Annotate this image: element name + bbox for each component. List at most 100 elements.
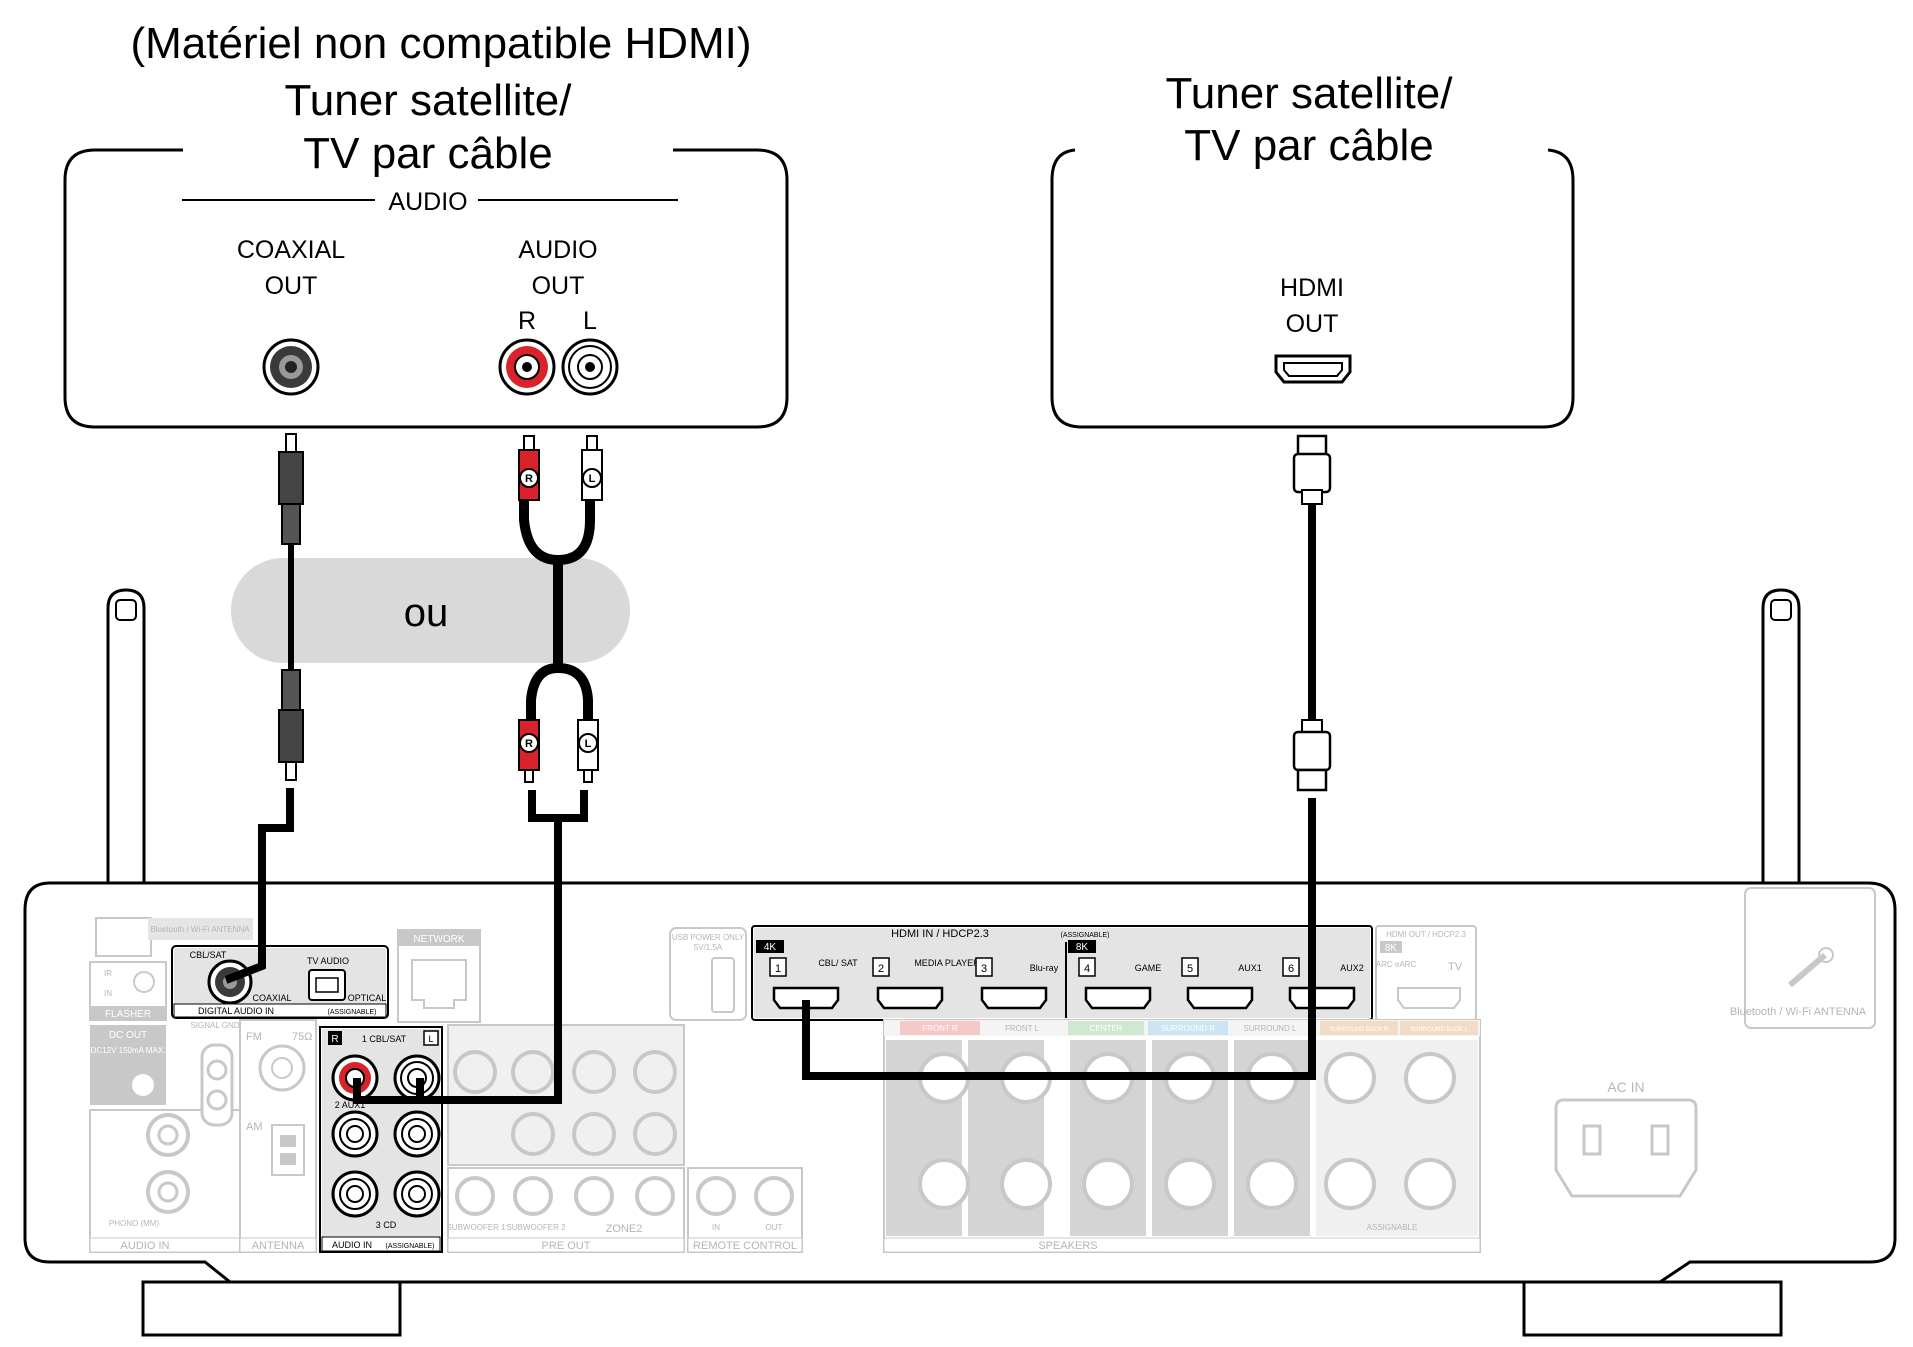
antenna-right-icon <box>1761 588 1801 888</box>
subwoofer1-label: SUBWOOFER 1 <box>446 1223 506 1232</box>
bt-antenna-right-label: Bluetooth / Wi-Fi ANTENNA <box>1730 1006 1867 1018</box>
hdmi-in-6-port[interactable] <box>1288 986 1356 1010</box>
left-device-title-line1: Tuner satellite/ <box>285 76 573 125</box>
zone2-label: ZONE2 <box>606 1223 643 1235</box>
hdmi-in-3-num: 3 <box>975 957 993 977</box>
coaxial-cable <box>224 433 304 984</box>
in-label: IN <box>104 989 112 998</box>
center-label: CENTER <box>1090 1024 1123 1033</box>
hdmi-in-2-port[interactable] <box>876 986 944 1010</box>
hdmi-out-port[interactable] <box>1274 354 1352 384</box>
right-device-box <box>1050 148 1575 429</box>
surround-back-l-label: SURROUND BACK L <box>1410 1027 1468 1033</box>
tv-audio-label: TV AUDIO <box>307 956 349 966</box>
front-l-label: FRONT L <box>1005 1024 1040 1033</box>
svg-text:5: 5 <box>1187 963 1193 975</box>
audio-out-r-jack[interactable] <box>498 338 556 396</box>
usb-spec-label: 5V/1.5A <box>694 943 723 952</box>
dc-out-label: DC OUT <box>109 1030 147 1041</box>
coaxial-input-label: COAXIAL <box>252 993 291 1003</box>
optical-input-jack[interactable] <box>308 969 346 1001</box>
phono-label: PHONO (MM) <box>109 1219 160 1228</box>
plug-top-r-tag: R <box>525 473 533 485</box>
front-r-label: FRONT R <box>922 1024 958 1033</box>
audio-out-l-jack[interactable] <box>561 338 619 396</box>
coaxial-out-label-1: COAXIAL <box>237 236 345 264</box>
flasher-label: FLASHER <box>105 1009 151 1020</box>
hdmi-in-3-label: Blu-ray <box>1030 963 1059 973</box>
l-channel-label: L <box>583 307 597 335</box>
pre-out-label: PRE OUT <box>542 1240 591 1252</box>
in3-label: 3 CD <box>376 1220 397 1230</box>
hdmi-in-2-num: 2 <box>872 957 890 977</box>
hdmi-in-1-num: 1 <box>769 957 787 977</box>
tag-8k: 8K <box>1076 942 1089 953</box>
in2-label: 2 AUX1 <box>335 1100 366 1110</box>
remote-in-label: IN <box>712 1223 720 1232</box>
hdmi-out-label-2: OUT <box>1286 310 1339 338</box>
svg-text:4: 4 <box>1084 963 1090 975</box>
usb-power-label: USB POWER ONLY <box>672 933 745 942</box>
plug-bottom-l-tag: L <box>585 738 592 750</box>
or-separator-label: ou <box>404 591 449 635</box>
hdmi-in-6-num: 6 <box>1282 957 1300 977</box>
in-r-tag: R <box>331 1034 338 1045</box>
audio-in2-l-jack[interactable] <box>393 1110 441 1158</box>
r-channel-label: R <box>518 307 536 335</box>
svg-text:2: 2 <box>878 963 884 975</box>
dc-spec-label: DC12V 150mA MAX. <box>91 1046 166 1055</box>
hdmi-in-5-port[interactable] <box>1186 986 1254 1010</box>
ir-label: IR <box>104 969 112 978</box>
hdmi-in-6-label: AUX2 <box>1340 963 1364 973</box>
cbl-sat-coaxial-label: CBL/SAT <box>190 950 227 960</box>
network-label: NETWORK <box>413 934 464 945</box>
svg-text:3: 3 <box>981 963 987 975</box>
svg-text:6: 6 <box>1288 963 1294 975</box>
hdmi-cable <box>802 434 1332 1080</box>
in-l-tag: L <box>428 1034 433 1044</box>
surround-back-r-label: SURROUND BACK R <box>1330 1027 1389 1033</box>
audio-in3-l-jack[interactable] <box>393 1170 441 1218</box>
surround-l-label: SURROUND L <box>1244 1024 1297 1033</box>
subwoofer2-label: SUBWOOFER 2 <box>506 1223 566 1232</box>
left-device-title-line2: TV par câble <box>303 129 552 178</box>
plug-bottom-r-tag: R <box>525 738 533 750</box>
plug-top-l-tag: L <box>589 473 596 485</box>
remote-control-label: REMOTE CONTROL <box>693 1240 797 1252</box>
coaxial-out-jack[interactable] <box>262 338 320 396</box>
bt-antenna-left-label: Bluetooth / Wi-Fi ANTENNA <box>150 925 250 934</box>
audio-out-label-1: AUDIO <box>518 236 597 264</box>
tag-4k: 4K <box>764 942 777 953</box>
audio-in-assignable-tag: (ASSIGNABLE) <box>385 1243 434 1250</box>
fm-ohm-label: 75Ω <box>292 1031 312 1043</box>
right-device-title-line2: TV par câble <box>1184 121 1433 170</box>
hdmi-in-4-port[interactable] <box>1084 986 1152 1010</box>
coaxial-out-label-2: OUT <box>265 272 318 300</box>
ac-in-label: AC IN <box>1607 1079 1644 1095</box>
hdmi-in-3-port[interactable] <box>980 986 1048 1010</box>
hdmi-in-title: HDMI IN / HDCP2.3 <box>891 928 989 940</box>
audio-in-assignable-label: AUDIO IN <box>332 1240 372 1250</box>
non-hdmi-note: (Matériel non compatible HDMI) <box>130 19 751 68</box>
svg-text:1: 1 <box>775 963 781 975</box>
speakers-label: SPEAKERS <box>1038 1240 1097 1252</box>
in1-label: 1 CBL/SAT <box>362 1034 407 1044</box>
antenna-left-icon <box>106 588 146 952</box>
audio-in2-r-jack[interactable] <box>331 1110 379 1158</box>
signal-gnd-label: SIGNAL GND <box>190 1021 239 1030</box>
receiver-back-panel: Bluetooth / Wi-Fi ANTENNA Bluetooth / Wi… <box>23 588 1897 1337</box>
audio-in3-r-jack[interactable] <box>331 1170 379 1218</box>
hdmi-out-title: HDMI OUT / HDCP2.3 <box>1386 930 1466 939</box>
tv-label: TV <box>1448 961 1463 973</box>
right-device-title-line1: Tuner satellite/ <box>1166 69 1454 118</box>
hdmi-in-1-label: CBL/ SAT <box>818 958 858 968</box>
fm-label: FM <box>246 1031 262 1043</box>
digital-audio-assignable-label: (ASSIGNABLE) <box>327 1009 376 1016</box>
left-device-box <box>63 148 789 429</box>
hdmi-in-1-port[interactable] <box>772 986 840 1010</box>
arc-label: ARC eARC <box>1376 960 1417 969</box>
audio-group-label: AUDIO <box>388 188 467 216</box>
hdmi-in-5-label: AUX1 <box>1238 963 1262 973</box>
digital-audio-in-label: DIGITAL AUDIO IN <box>198 1006 274 1016</box>
